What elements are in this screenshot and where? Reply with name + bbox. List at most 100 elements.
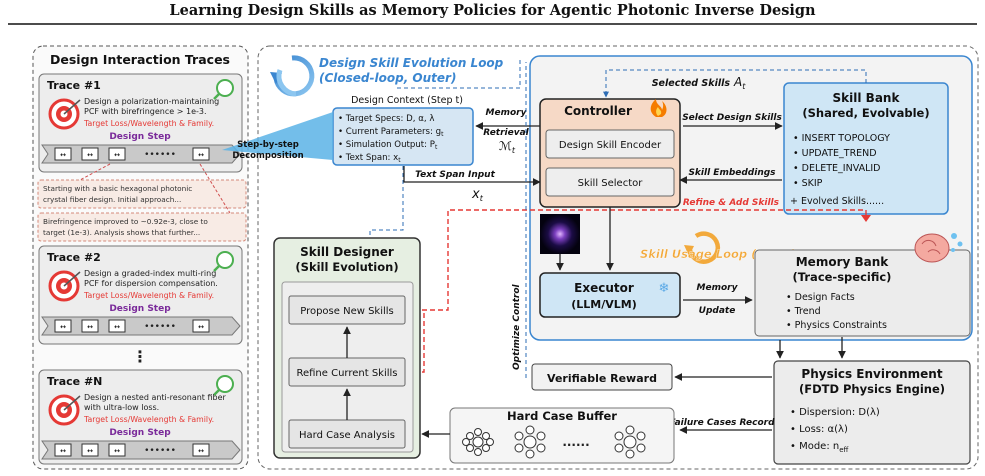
context-item-text-span: • Text Span: xt	[338, 153, 401, 164]
physics-item-mode: • Mode: neff	[790, 441, 849, 454]
trace-n-text-2: with ultra-low loss.	[84, 403, 159, 412]
trace-1-text-2: PCF with birefringence > 1e-3.	[84, 107, 207, 116]
skill-item-4: • SKIP	[793, 178, 823, 189]
skill-bank-box: Skill Bank (Shared, Evolvable) • INSERT …	[783, 82, 949, 215]
decomposition-label-2: Decomposition	[232, 151, 303, 161]
vertical-ellipsis: ⋮	[132, 347, 148, 366]
text-span-input-label: Text Span Input	[415, 170, 495, 180]
context-item-simulation-output: • Simulation Output: Pt	[338, 140, 438, 151]
inner-loop-icon	[684, 231, 721, 264]
skill-bank-heading-2: (Shared, Evolvable)	[802, 106, 929, 120]
memory-item-1: • Design Facts	[786, 292, 855, 303]
trace-callout-2: Birefringence improved to ~0.92e-3, clos…	[37, 212, 247, 242]
simulation-field-image	[540, 214, 580, 254]
design-context-heading: Design Context (Step t)	[351, 95, 463, 106]
memory-update-label-1: Memory	[697, 283, 739, 293]
skill-designer-heading-1: Skill Designer	[300, 245, 394, 259]
context-to-designer-connector	[369, 166, 404, 246]
skill-item-3: • DELETE_INVALID	[793, 163, 881, 174]
svg-text:↔: ↔	[60, 323, 66, 331]
magnifier-icon	[213, 375, 234, 396]
physics-env-heading-1: Physics Environment	[801, 367, 942, 381]
skill-selector: Skill Selector	[578, 178, 644, 189]
fiber-cross-section-icon	[514, 425, 546, 459]
svg-text:↔: ↔	[114, 151, 120, 159]
trace-n-step: Design Step	[109, 428, 171, 438]
callout-2-line-1: Birefringence improved to ~0.92e-3, clos…	[43, 217, 208, 226]
physics-item-dispersion: • Dispersion: D(λ)	[790, 407, 880, 418]
trace-2-step: Design Step	[109, 304, 171, 314]
context-item-current-parameters: • Current Parameters: gt	[338, 127, 444, 138]
design-step-strip: ↔ ↔ ↔ •••••• ↔	[41, 440, 241, 460]
svg-text:••••••: ••••••	[144, 446, 176, 456]
design-skill-encoder: Design Skill Encoder	[559, 140, 662, 151]
svg-text:↔: ↔	[198, 151, 204, 159]
refine-current-skills: Refine Current Skills	[296, 368, 397, 379]
skill-designer-box: Skill Designer (Skill Evolution) Propose…	[273, 237, 421, 459]
svg-text:↔: ↔	[60, 447, 66, 455]
outer-loop-icon	[270, 55, 315, 97]
skill-item-evolved: + Evolved Skills......	[790, 196, 884, 207]
fiber-cross-section-icon	[614, 425, 646, 459]
selected-skills-a-t: At	[733, 75, 746, 91]
text-span-input-arrow	[403, 166, 541, 186]
callout-1-line-2: crystal fiber design. Initial approach..…	[43, 195, 181, 204]
failure-cases-label: Failure Cases Record	[669, 418, 775, 428]
outer-loop-connector	[397, 60, 521, 89]
trace-n-name: Trace #N	[47, 375, 102, 388]
fire-icon	[650, 99, 667, 117]
svg-text:↔: ↔	[114, 323, 120, 331]
magnifier-icon	[213, 251, 234, 272]
physics-item-loss: • Loss: α(λ)	[790, 424, 848, 435]
selected-skills-label: Selected Skills	[652, 78, 731, 89]
trace-2-text-1: Design a graded-index multi-ring	[84, 269, 216, 278]
trace-n-text-1: Design a nested anti-resonant fiber	[84, 393, 227, 402]
brain-icon	[914, 233, 963, 263]
context-item-target-specs: • Target Specs: D, α, λ	[338, 114, 434, 124]
memory-bank-heading-2: (Trace-specific)	[793, 270, 892, 284]
skill-embeddings-label: Skill Embeddings	[688, 168, 776, 178]
design-context-box: • Target Specs: D, α, λ • Current Parame…	[332, 107, 474, 166]
snowflake-icon: ❄	[659, 281, 670, 296]
executor-box: Executor (LLM/VLM) ❄	[539, 272, 681, 318]
trace-1-step: Design Step	[109, 132, 171, 142]
svg-text:↔: ↔	[87, 151, 93, 159]
skill-item-2: • UPDATE_TREND	[793, 148, 877, 159]
trace-1-target: Target Loss/Wavelength & Family.	[83, 119, 214, 128]
skill-designer-heading-2: (Skill Evolution)	[295, 260, 398, 274]
trace-card-n: Trace #N Design a nested anti-resonant f…	[38, 369, 243, 465]
svg-text:••••••: ••••••	[144, 322, 176, 332]
svg-text:↔: ↔	[87, 323, 93, 331]
hard-case-buffer-box: Hard Case Buffer ......	[449, 407, 675, 464]
outer-loop-panel	[257, 45, 979, 470]
trace-2-name: Trace #2	[47, 251, 101, 264]
trace-2-text-2: PCF for dispersion compensation.	[84, 279, 218, 288]
design-step-strip: ↔ ↔ ↔ •••••• ↔	[41, 316, 241, 336]
callout-2-line-2: target (1e-3). Analysis shows that furth…	[43, 228, 200, 237]
trace-1-name: Trace #1	[47, 79, 101, 92]
select-design-skills-label: Select Design Skills	[682, 113, 782, 123]
executor-heading: Executor	[574, 281, 634, 295]
traces-heading: Design Interaction Traces	[50, 52, 230, 67]
skill-bank-heading-1: Skill Bank	[833, 91, 901, 105]
refine-add-skills-label: Refine & Add Skills	[683, 198, 780, 208]
trace-card-2: Trace #2 Design a graded-index multi-rin…	[38, 245, 243, 345]
selected-skills-arrow	[603, 69, 867, 98]
target-icon	[48, 270, 81, 302]
svg-text:↔: ↔	[60, 151, 66, 159]
propose-new-skills: Propose New Skills	[300, 306, 394, 317]
memory-bank-heading-1: Memory Bank	[796, 255, 890, 269]
svg-text:••••••: ••••••	[144, 150, 176, 160]
hard-case-buffer-heading: Hard Case Buffer	[507, 409, 617, 423]
memory-bank-box: Memory Bank (Trace-specific) • Design Fa…	[754, 249, 971, 337]
outer-loop-label-1: Design Skill Evolution Loop	[319, 56, 504, 70]
svg-text:↔: ↔	[87, 447, 93, 455]
target-icon	[48, 98, 81, 130]
design-step-strip: ↔ ↔ ↔ •••••• ↔	[41, 144, 241, 164]
physics-env-heading-2: (FDTD Physics Engine)	[799, 382, 945, 396]
magnifier-icon	[213, 79, 234, 100]
physics-environment-box: Physics Environment (FDTD Physics Engine…	[773, 360, 971, 465]
memory-retrieval-label-1: Memory	[486, 108, 528, 118]
svg-text:↔: ↔	[198, 323, 204, 331]
